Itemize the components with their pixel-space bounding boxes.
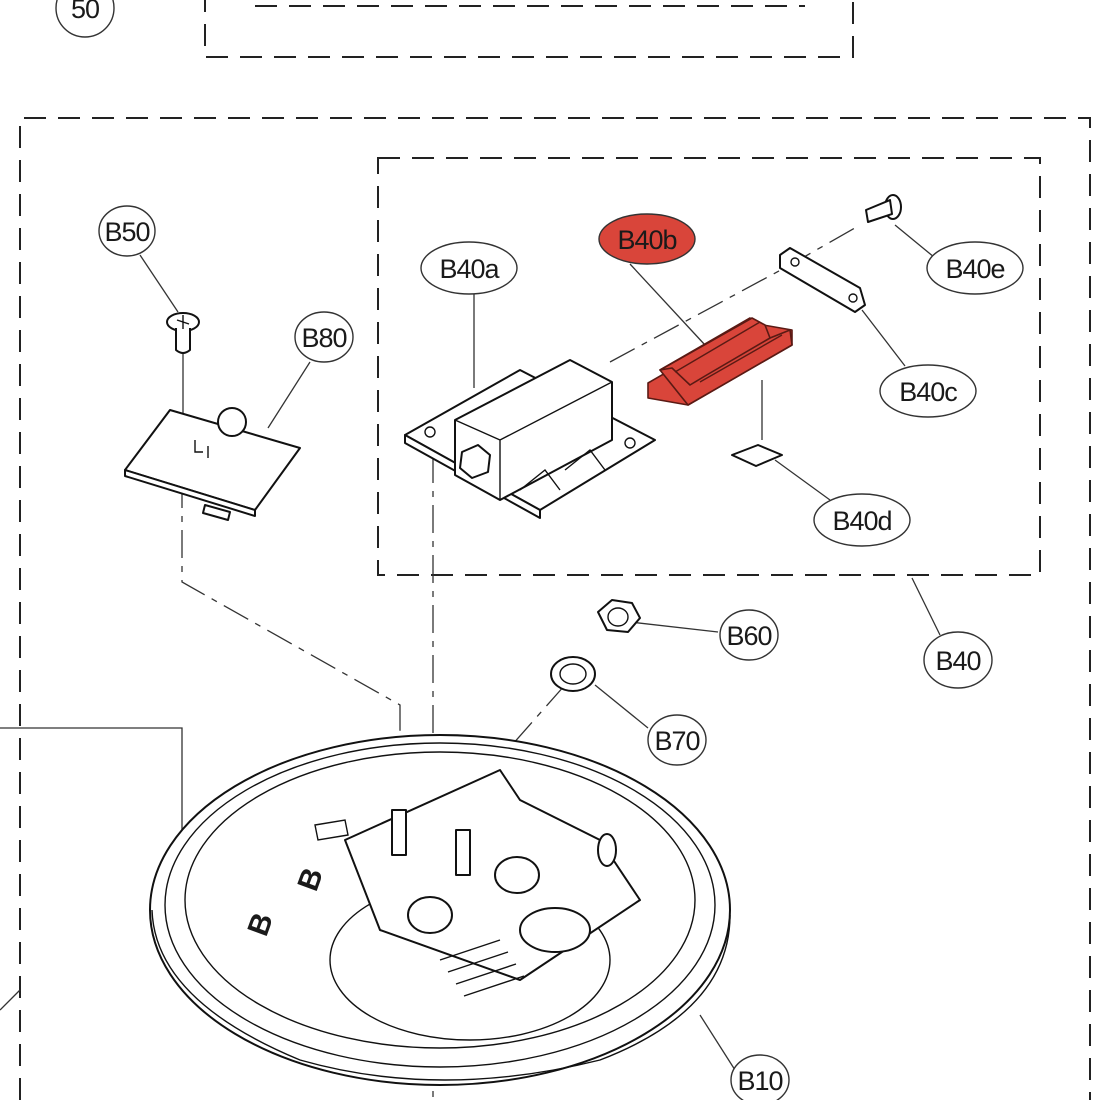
label-b40: B40: [923, 631, 993, 689]
svg-text:B40b: B40b: [617, 225, 676, 255]
latch-housing-b40a: [404, 359, 656, 519]
label-b40e: B40e: [926, 241, 1024, 295]
base-housing-b10: B B: [149, 734, 731, 1086]
label-b80: B80: [294, 311, 354, 363]
nut-b60: [597, 599, 641, 633]
washer-b70: [550, 656, 596, 692]
label-b10: B10: [730, 1054, 790, 1100]
svg-text:B10: B10: [737, 1066, 782, 1096]
leader-lines: [0, 224, 941, 1100]
label-b40a: B40a: [420, 241, 518, 295]
label-50: 50: [55, 0, 115, 38]
svg-text:B70: B70: [654, 726, 699, 756]
group-box-b40: [377, 157, 1041, 576]
svg-text:B50: B50: [104, 217, 149, 247]
svg-text:B40c: B40c: [899, 377, 957, 407]
svg-text:B80: B80: [301, 323, 346, 353]
screw-b50: [166, 312, 200, 354]
screw-b40e: [865, 194, 902, 223]
label-b40d: B40d: [813, 493, 911, 547]
label-b50: B50: [98, 205, 156, 257]
svg-text:50: 50: [71, 0, 99, 24]
svg-text:B60: B60: [726, 621, 771, 651]
group-box-b: [19, 117, 1091, 1100]
circuit-board-b80: [124, 407, 301, 521]
svg-text:B40e: B40e: [945, 254, 1004, 284]
label-b60: B60: [719, 609, 779, 661]
group-box-50: [204, 0, 854, 58]
label-b70: B70: [647, 714, 707, 766]
svg-text:B40a: B40a: [439, 254, 500, 284]
svg-text:B40d: B40d: [832, 506, 891, 536]
label-b40b-highlighted: B40b: [598, 213, 696, 265]
svg-text:B40: B40: [935, 646, 980, 676]
adhesive-pad-b40d: [731, 444, 783, 467]
label-b40c: B40c: [879, 364, 977, 418]
strike-plate-b40c: [779, 247, 866, 313]
magnetic-catch-b40b: [647, 317, 793, 406]
